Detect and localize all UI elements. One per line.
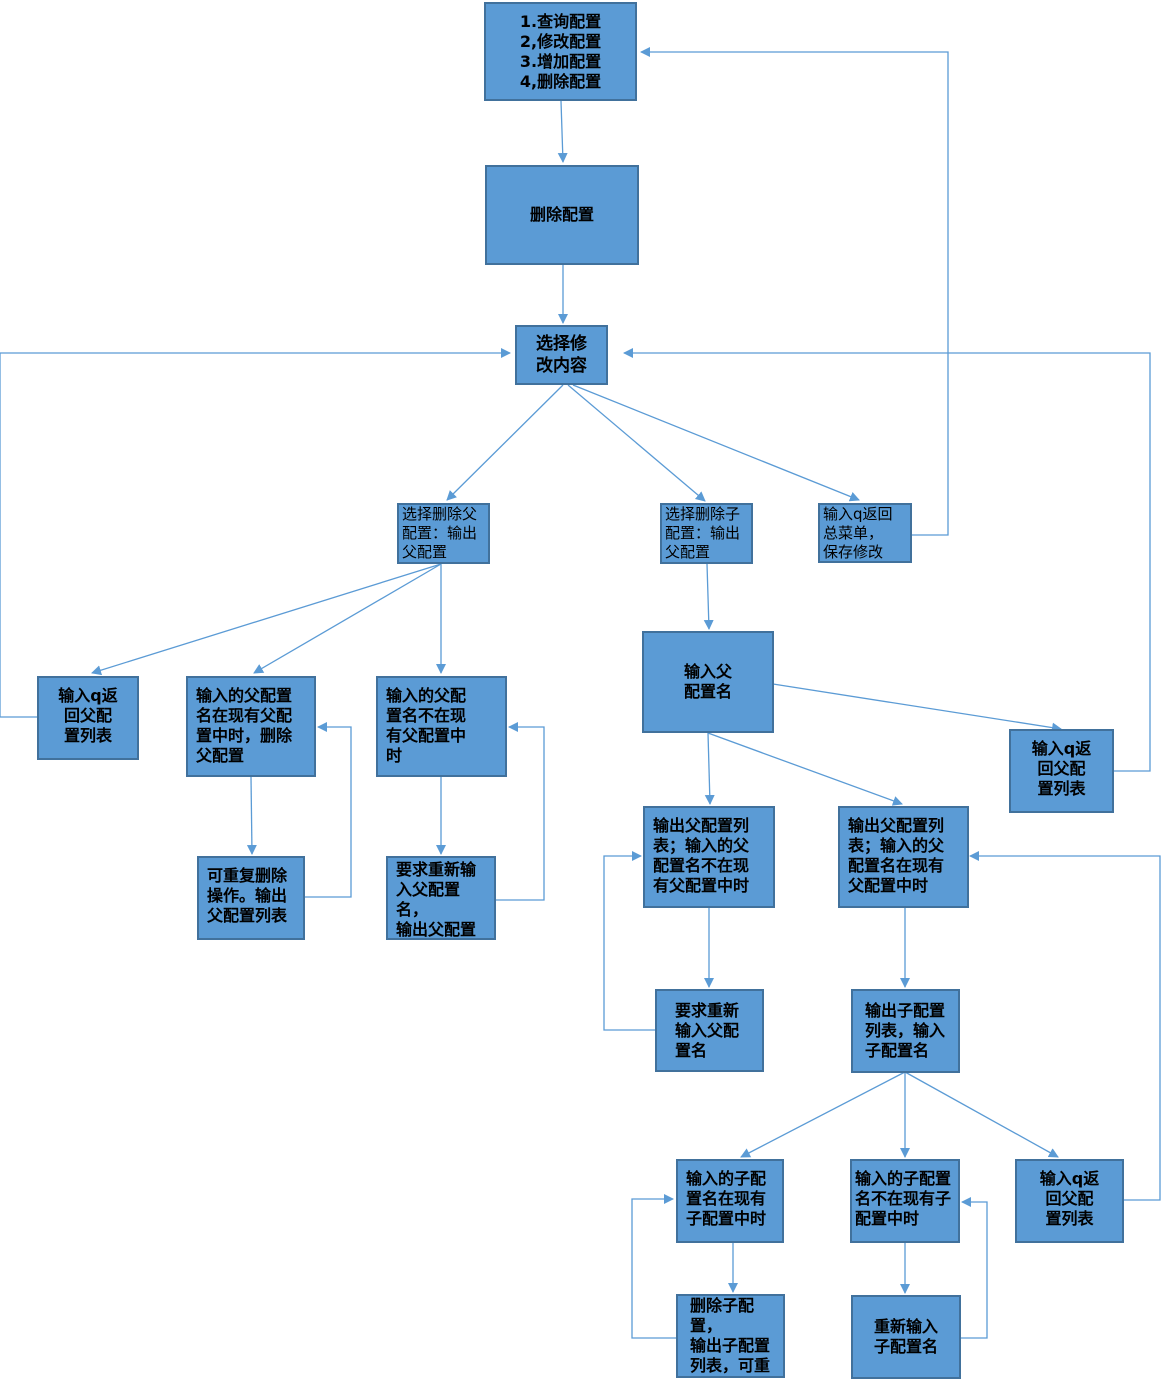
child-list-box: 输出子配置 列表，输入 子配置名 (851, 989, 960, 1073)
child-parent-not-exists-box: 输出父配置列 表；输入的父 配置名不在现 有父配置中时 (643, 806, 775, 908)
q-return-main-menu-label: 输入q返回 总菜单， 保存修改 (823, 505, 893, 561)
parent-reenter-label: 要求重新输 入父配置名， 输出父配置 列表 (396, 860, 477, 939)
edge-menu-to-delete (557, 100, 568, 163)
choose-delete-child-box: 选择删除子 配置：输出 父配置 (660, 503, 753, 564)
edge-q-back-to-choose (0, 348, 511, 718)
edge-enter-parent-to-exists (707, 732, 903, 806)
child-list-label: 输出子配置 列表，输入 子配置名 (865, 1001, 946, 1060)
child-parent-exists-box: 输出父配置列 表；输入的父 配置名在现有 父配置中时 (838, 806, 969, 908)
edge-reenter-parent-loop (603, 851, 655, 1031)
child-q-back-parent-label: 输入q返 回父配 置列表 (1031, 739, 1092, 798)
delete-config-label: 删除配置 (529, 205, 594, 224)
parent-q-back-box: 输入q返 回父配 置列表 (37, 676, 139, 760)
parent-repeat-delete-label: 可重复删除 操作。输出 父配置列表 (207, 866, 288, 925)
choose-delete-child-label: 选择删除子 配置：输出 父配置 (665, 505, 741, 561)
parent-reenter-box: 要求重新输 入父配置名， 输出父配置 列表 (386, 856, 496, 940)
main-menu-label: 1.查询配置 2,修改配置 3.增加配置 4,删除配置 (519, 11, 602, 91)
delete-config-box: 删除配置 (485, 165, 639, 265)
edge-choose-to-q-main (572, 384, 860, 502)
edge-choose-to-parent (446, 384, 564, 501)
main-menu-box: 1.查询配置 2,修改配置 3.增加配置 4,删除配置 (484, 2, 637, 101)
choose-content-box: 选择修 改内容 (515, 325, 608, 385)
edge-repeat-loop (304, 722, 352, 898)
child-q-back-list-label: 输入q返 回父配 置列表 (1039, 1169, 1100, 1228)
edge-delete-child-loop (631, 1194, 676, 1339)
choose-content-label: 选择修 改内容 (536, 334, 587, 376)
edge-list-to-child-exists (740, 1071, 906, 1158)
edge-enter-parent-to-not-exists (704, 732, 715, 805)
edge-reenter-loop (496, 722, 545, 901)
child-exists-label: 输入的子配 置名在现有 子配置中时 (686, 1169, 767, 1228)
edge-list-to-q-back (904, 1071, 1059, 1158)
edge-parent-to-exists (253, 563, 442, 674)
edge-choose-to-child (567, 384, 706, 502)
choose-delete-parent-box: 选择删除父 配置：输出 父配置 (397, 503, 490, 564)
edge-q-main-to-menu (640, 47, 949, 536)
edge-reenter-child-loop (961, 1197, 988, 1339)
child-not-exists-box: 输入的子配置 名不在现有子 配置中时 (850, 1159, 960, 1243)
parent-q-back-label: 输入q返 回父配 置列表 (58, 686, 118, 745)
enter-parent-name-label: 输入父 配置名 (683, 662, 732, 701)
child-q-back-parent-box: 输入q返 回父配 置列表 (1009, 729, 1114, 813)
edge-child-to-enter-parent (703, 563, 714, 630)
parent-not-exists-box: 输入的父配 置名不在现 有父配置中 时 (376, 676, 507, 777)
parent-exists-label: 输入的父配置 名在现有父配 置中时，删除 父配置 (196, 686, 293, 765)
reenter-child-label: 重新输入 子配置名 (873, 1317, 938, 1356)
child-parent-not-exists-label: 输出父配置列 表；输入的父 配置名不在现 有父配置中时 (653, 816, 750, 895)
edge-enter-parent-to-q (772, 683, 1062, 733)
child-parent-exists-label: 输出父配置列 表；输入的父 配置名在现有 父配置中时 (848, 816, 945, 895)
parent-repeat-delete-box: 可重复删除 操作。输出 父配置列表 (197, 856, 305, 940)
edge-parent-to-q-back (91, 563, 442, 676)
q-return-main-menu-box: 输入q返回 总菜单， 保存修改 (818, 503, 912, 563)
edge-exists-loop (969, 851, 1161, 1201)
parent-not-exists-label: 输入的父配 置名不在现 有父配置中 时 (386, 686, 467, 765)
parent-exists-box: 输入的父配置 名在现有父配 置中时，删除 父配置 (186, 676, 316, 777)
enter-parent-name-box: 输入父 配置名 (642, 631, 774, 733)
choose-delete-parent-label: 选择删除父 配置：输出 父配置 (402, 505, 478, 561)
child-q-back-list-box: 输入q返 回父配 置列表 (1015, 1159, 1124, 1243)
child-exists-box: 输入的子配 置名在现有 子配置中时 (676, 1159, 784, 1243)
edge-exists-to-repeat (246, 776, 257, 855)
child-reenter-parent-box: 要求重新 输入父配 置名 (655, 989, 764, 1072)
reenter-child-box: 重新输入 子配置名 (851, 1295, 961, 1379)
edge-q-to-choose (623, 348, 1151, 772)
child-reenter-parent-label: 要求重新 输入父配 置名 (675, 1001, 740, 1060)
child-not-exists-label: 输入的子配置 名不在现有子 配置中时 (855, 1169, 952, 1228)
